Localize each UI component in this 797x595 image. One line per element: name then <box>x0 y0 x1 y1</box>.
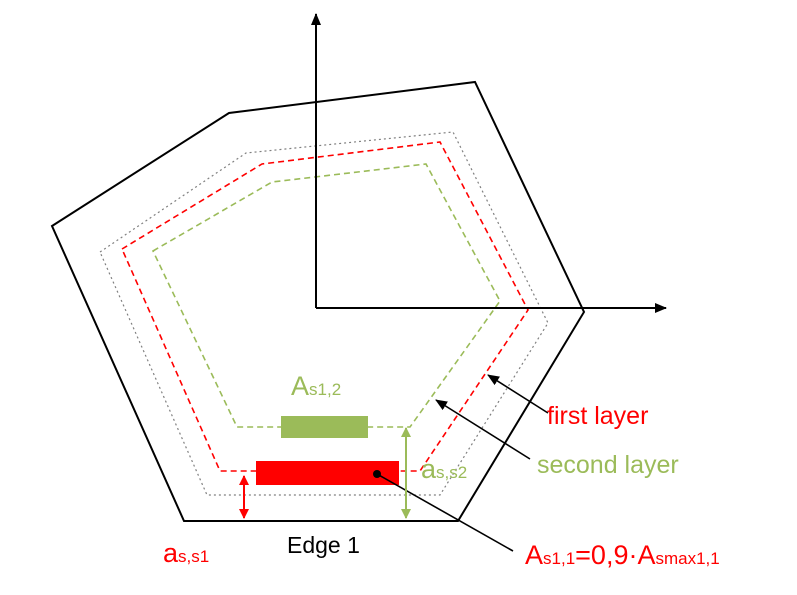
label-first-layer: first layer <box>547 402 649 430</box>
label-as-s1-sub: s,s1 <box>178 547 210 566</box>
first-layer-line <box>120 141 529 472</box>
label-as-s2: as,s2 <box>421 456 467 483</box>
label-edge-1: Edge 1 <box>287 532 360 558</box>
label-a-s12: As1,2 <box>291 373 341 400</box>
cover-line <box>99 131 549 496</box>
section-outline <box>50 80 586 522</box>
label-as-s2-main: a <box>421 454 437 484</box>
formula-a-sub2: smax1,1 <box>655 549 720 568</box>
label-second-layer: second layer <box>537 451 679 479</box>
label-as-s1-main: a <box>163 538 179 568</box>
label-a-s12-sub: s1,2 <box>309 380 342 399</box>
formula-mid: =0,9·A <box>575 540 656 570</box>
label-a-s12-main: A <box>291 371 310 401</box>
formula-a-sub: s1,1 <box>543 549 576 568</box>
label-as-s2-sub: s,s2 <box>436 463 468 482</box>
second-layer-pointer <box>435 399 531 460</box>
label-formula-a-s11: As1,1=0,9·Asmax1,1 <box>525 542 720 569</box>
rebar-second-layer <box>281 416 368 438</box>
formula-a-main: A <box>525 540 544 570</box>
label-as-s1: as,s1 <box>163 540 209 567</box>
formula-leader-line <box>376 473 514 552</box>
first-layer-pointer <box>487 374 549 414</box>
